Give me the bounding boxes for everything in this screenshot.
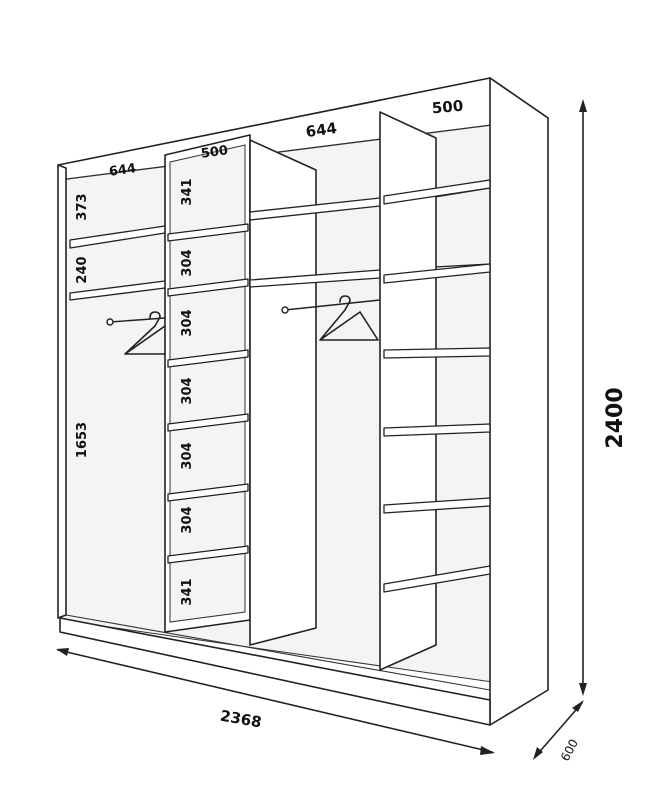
stack-height-6: 304 xyxy=(180,506,195,533)
top-width-left-section: 644 xyxy=(108,161,137,180)
top-width-center-section: 644 xyxy=(305,119,339,141)
left-height-top: 373 xyxy=(75,193,90,220)
overall-width-label: 2368 xyxy=(219,707,263,732)
left-stack-shelf xyxy=(167,349,249,368)
overall-depth-label: 600 xyxy=(558,737,581,764)
stack-height-1: 341 xyxy=(180,178,195,205)
left-height-middle: 240 xyxy=(75,256,90,283)
top-width-right-shelf-stack: 500 xyxy=(431,97,464,118)
stack-height-5: 304 xyxy=(180,442,195,469)
left-stack-shelf xyxy=(167,278,249,297)
overall-height-label: 2400 xyxy=(603,387,628,448)
right-shelf-stack xyxy=(379,111,491,671)
center-hanging-rod xyxy=(284,299,381,311)
center-hanger-icon xyxy=(319,295,379,341)
left-height-hanging: 1653 xyxy=(75,422,90,458)
stack-height-7: 341 xyxy=(180,578,195,605)
top-width-left-shelf-stack: 500 xyxy=(200,143,229,162)
stack-height-3: 304 xyxy=(180,309,195,336)
dimension-lines xyxy=(56,99,587,760)
left-stack-shelf xyxy=(167,483,249,502)
left-shelf-stack xyxy=(164,134,251,633)
stack-height-4: 304 xyxy=(180,377,195,404)
left-stack-shelf xyxy=(167,223,249,242)
left-hanging-rod xyxy=(109,317,166,323)
left-stack-shelf xyxy=(167,545,249,564)
left-hanger-icon xyxy=(124,311,184,355)
left-stack-shelf xyxy=(167,413,249,432)
stack-height-2: 304 xyxy=(180,249,195,276)
